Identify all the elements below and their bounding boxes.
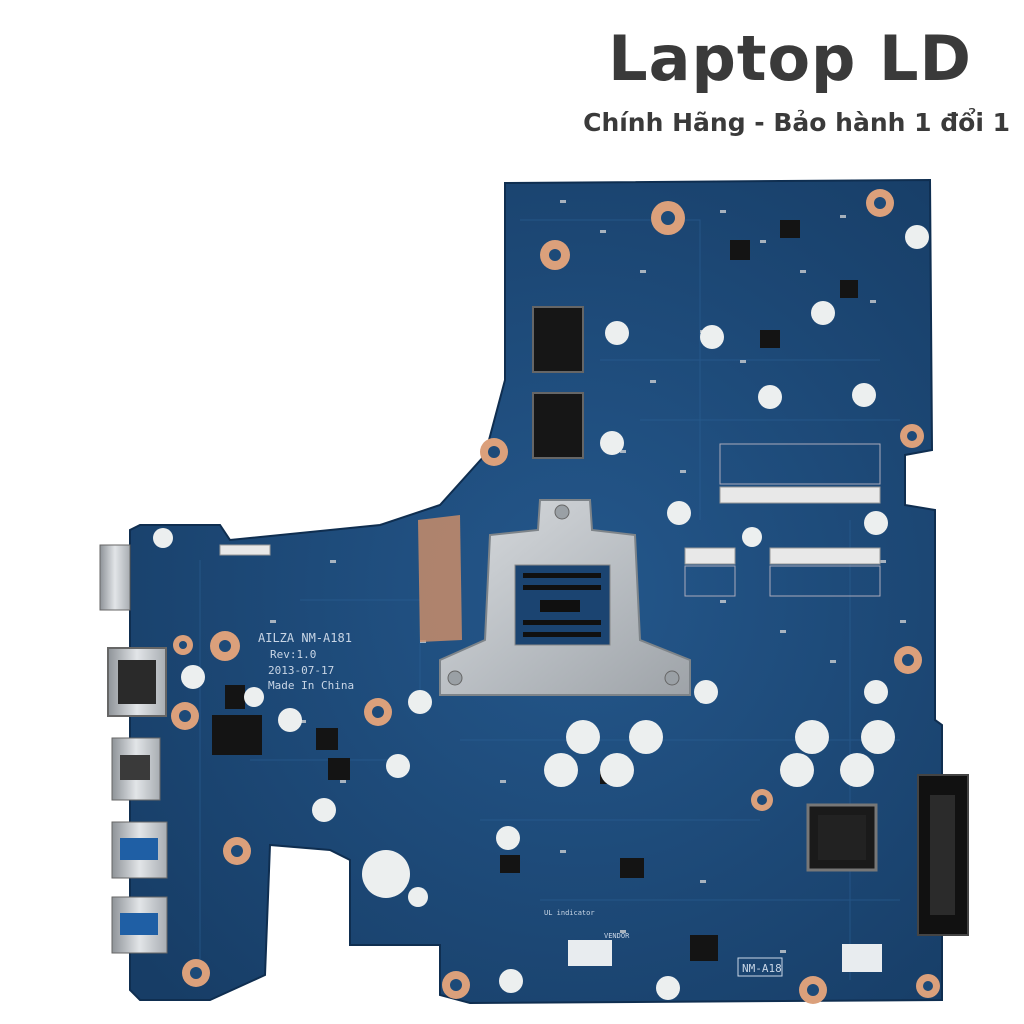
silk-origin: Made In China bbox=[268, 679, 354, 692]
fpc-connector-2 bbox=[769, 547, 881, 565]
brand-title: Laptop LD bbox=[608, 22, 972, 95]
silk-date: 2013-07-17 bbox=[268, 664, 334, 677]
vga-port bbox=[99, 544, 131, 611]
silk-model: AILZA NM-A181 bbox=[258, 631, 352, 645]
fpc-connector-3 bbox=[684, 547, 736, 565]
label-sticker-1 bbox=[568, 940, 612, 966]
vram-chip-2 bbox=[532, 392, 584, 459]
screw-rings bbox=[171, 189, 940, 1004]
fpc-connector-4 bbox=[219, 544, 271, 556]
silk-ul: UL indicator bbox=[544, 909, 595, 917]
test-pads bbox=[153, 225, 929, 1000]
vram-chip-1 bbox=[532, 306, 584, 373]
brand-subtitle: Chính Hãng - Bảo hành 1 đổi 1 bbox=[583, 108, 1010, 137]
copper-sticker bbox=[418, 515, 462, 642]
silk-vendor: VENDOR bbox=[604, 932, 630, 940]
label-sticker-2 bbox=[842, 944, 882, 972]
silk-bottom-label: NM-A18 bbox=[742, 962, 782, 975]
silk-rev: Rev:1.0 bbox=[270, 648, 316, 661]
fpc-connector-1 bbox=[719, 486, 881, 504]
